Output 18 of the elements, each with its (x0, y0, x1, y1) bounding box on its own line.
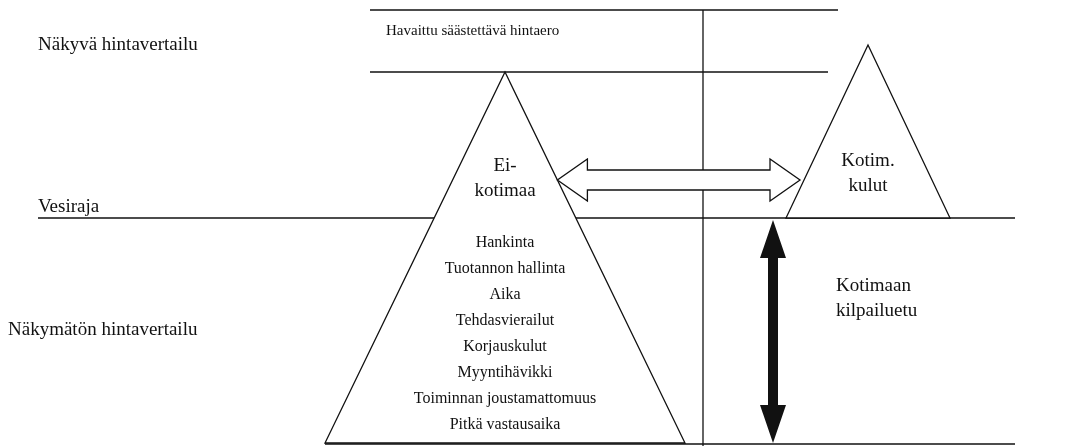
text-label: Kotimaan kilpailuetu (836, 273, 919, 322)
cost-item: Tehdasvierailut (454, 310, 556, 330)
cost-item: Myyntihävikki (456, 362, 554, 382)
double-arrow (556, 157, 802, 203)
text-label: Havaittu säästettävä hintaero (386, 21, 561, 40)
cost-item: Hankinta (474, 232, 536, 252)
text-label: Vesiraja (38, 194, 101, 218)
triangle-shape (786, 45, 950, 218)
triangle-shape (325, 72, 685, 443)
shape-label: Ei-kotimaa (473, 153, 537, 202)
cost-item: Pitkä vastausaika (448, 414, 562, 434)
cost-item: Aika (488, 284, 522, 304)
shape-label: Kotim. kulut (840, 148, 896, 197)
cost-item: Korjauskulut (462, 336, 548, 356)
cost-item: Toiminnan joustamattomuus (412, 388, 598, 408)
text-label: Näkyvä hintavertailu (38, 32, 199, 56)
cost-item: Tuotannon hallinta (443, 258, 567, 278)
text-label: Näkymätön hintavertailu (8, 317, 199, 341)
